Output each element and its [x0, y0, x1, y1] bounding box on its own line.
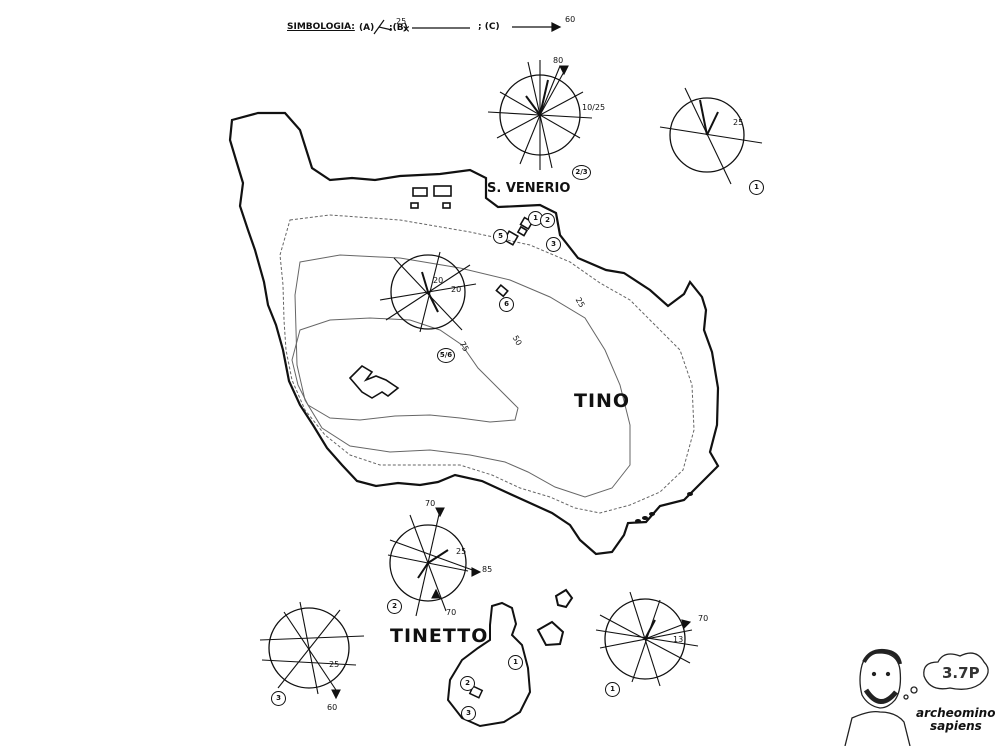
legend-a: (A) — [359, 23, 375, 33]
legend-c-value: 60 — [565, 15, 576, 24]
contour-25 — [279, 214, 695, 514]
legend-title: SIMBOLOGIA: — [287, 22, 355, 32]
rose-center — [379, 251, 477, 333]
logo-bubble-text: 3.7P — [942, 664, 980, 682]
rose-c-ref: 5/6 — [437, 348, 455, 363]
tinetto-marker-3: 3 — [461, 706, 476, 721]
site-marker-6: 6 — [499, 297, 514, 312]
rose-top-middle — [487, 60, 593, 170]
rose-ll-val2: 60 — [327, 703, 338, 712]
rose-lr-ref: 1 — [605, 682, 620, 697]
site-marker-5: 5 — [493, 229, 508, 244]
contour-50 — [294, 254, 631, 498]
rose-ll-ref: 3 — [271, 691, 286, 706]
place-tinetto: TINETTO — [390, 625, 489, 647]
rose-c-val1: 20 — [433, 276, 444, 285]
rose-lr-val1: 70 — [698, 614, 709, 623]
place-tino: TINO — [574, 390, 631, 412]
tinetto-marker-1: 1 — [508, 655, 523, 670]
rose-lc-val4: 70 — [446, 608, 457, 617]
rose-tm-ref: 2/3 — [572, 165, 591, 180]
rose-lc-ref: 2 — [387, 599, 402, 614]
legend-b: ;(B) — [389, 23, 408, 33]
rose-tr-ref: 1 — [749, 180, 764, 195]
logo-line2: sapiens — [930, 719, 982, 733]
tinetto-marker-2: 2 — [460, 676, 475, 691]
place-san-venerio: S. VENERIO — [487, 181, 571, 196]
rose-lc-val2: 25 — [456, 547, 467, 556]
islet-1 — [554, 588, 574, 609]
rose-tm-val2: 10/25 — [582, 103, 606, 112]
rocks — [635, 492, 693, 523]
buildings — [348, 185, 534, 399]
tinetto-building — [468, 685, 484, 699]
rose-tr-val1: 25 — [733, 118, 744, 127]
legend-c: ; (C) — [478, 22, 500, 32]
rose-ll-val1: 25 — [329, 660, 340, 669]
rose-top-right — [659, 87, 763, 185]
legend-a-value: 25 — [396, 17, 407, 26]
rose-lower-center — [387, 507, 482, 617]
legend-symbols: × — [373, 19, 562, 35]
site-marker-3: 3 — [546, 237, 561, 252]
tinetto-island-outline — [446, 601, 532, 728]
tino-island-outline — [228, 111, 720, 556]
rose-c-val2: 20 — [451, 285, 462, 294]
svg-text:×: × — [402, 24, 410, 35]
rose-tm-val1: 80 — [553, 56, 564, 65]
rose-lower-right — [595, 591, 699, 687]
archeomino-logo-figure — [844, 648, 989, 746]
logo-line1: archeomino — [916, 706, 995, 720]
rose-lr-val2: 13 — [673, 635, 684, 644]
rose-lc-val3: 85 — [482, 565, 493, 574]
site-marker-2: 2 — [540, 213, 555, 228]
rose-lower-left — [259, 601, 365, 700]
islet-2 — [536, 620, 565, 647]
rose-lc-val1: 70 — [425, 499, 436, 508]
contour-75 — [291, 317, 519, 423]
